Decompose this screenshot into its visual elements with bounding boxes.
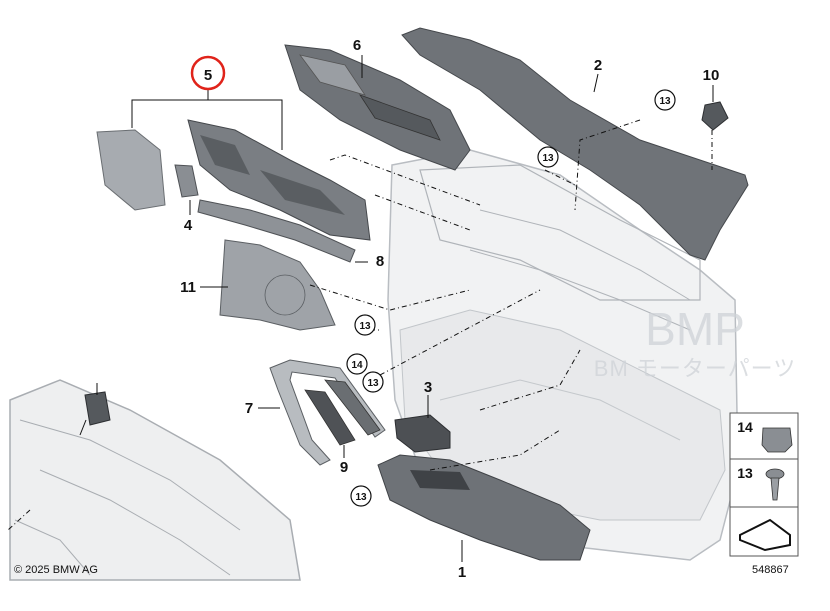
- circled-callout-13: 13: [537, 146, 559, 168]
- legend-14-label: 14: [737, 419, 753, 435]
- svg-text:13: 13: [367, 378, 379, 389]
- diagram-number: 548867: [752, 564, 789, 576]
- svg-text:13: 13: [542, 153, 554, 164]
- callout-3: 3: [424, 379, 432, 396]
- part-4-switch: [174, 164, 199, 198]
- svg-text:14: 14: [351, 360, 363, 371]
- callout-11: 11: [180, 279, 196, 296]
- callout-1: 1: [458, 564, 466, 581]
- clip-icon: [761, 427, 793, 453]
- circled-callout-14: 14: [346, 353, 368, 375]
- part-9-strips: [304, 389, 356, 446]
- svg-text:13: 13: [355, 492, 367, 503]
- part-8-strip: [197, 199, 356, 263]
- assembly-lines: [309, 119, 713, 471]
- hint-arrow-icon: [739, 518, 791, 552]
- highlight-circle: [190, 55, 226, 91]
- watermark-brand: BMP: [645, 303, 745, 355]
- callout-2: 2: [594, 57, 602, 74]
- callout-9: 9: [340, 459, 348, 476]
- callout-4: 4: [184, 217, 193, 234]
- fastener-legend: 14 13: [729, 412, 799, 557]
- svg-text:13: 13: [359, 321, 371, 332]
- part-2-upper-trim: [401, 27, 749, 261]
- lower-clip: [84, 391, 111, 426]
- part-14-strip: [324, 379, 381, 436]
- part-6-speaker-panel: [284, 44, 471, 171]
- lower-left-frame: [9, 379, 301, 581]
- part-10-clip: [701, 101, 729, 131]
- part-3-switch-cover: [394, 414, 451, 453]
- legend-13-label: 13: [737, 465, 753, 481]
- callout-10: 10: [703, 67, 720, 84]
- circled-callout-13: 13: [654, 89, 676, 111]
- callout-5: 5: [204, 67, 212, 84]
- callout-7: 7: [245, 400, 253, 417]
- circled-callout-13: 13: [362, 371, 384, 393]
- callout-6: 6: [353, 37, 361, 54]
- watermark-subtitle: BM モーターパーツ: [594, 356, 796, 381]
- part-11-grille-panel: [219, 239, 336, 331]
- leader-lines: [7, 55, 714, 562]
- svg-text:13: 13: [659, 96, 671, 107]
- part-5-assembly: [96, 119, 371, 241]
- screw-icon: [765, 468, 785, 501]
- circled-callout-13: 13: [354, 314, 376, 336]
- part-1-armrest: [377, 454, 591, 561]
- circled-callout-13: 13: [350, 485, 372, 507]
- callout-8: 8: [376, 253, 384, 270]
- door-carrier-panel: [387, 149, 739, 561]
- copyright: © 2025 BMW AG: [14, 564, 98, 576]
- part-7-trim-frame: [269, 359, 386, 466]
